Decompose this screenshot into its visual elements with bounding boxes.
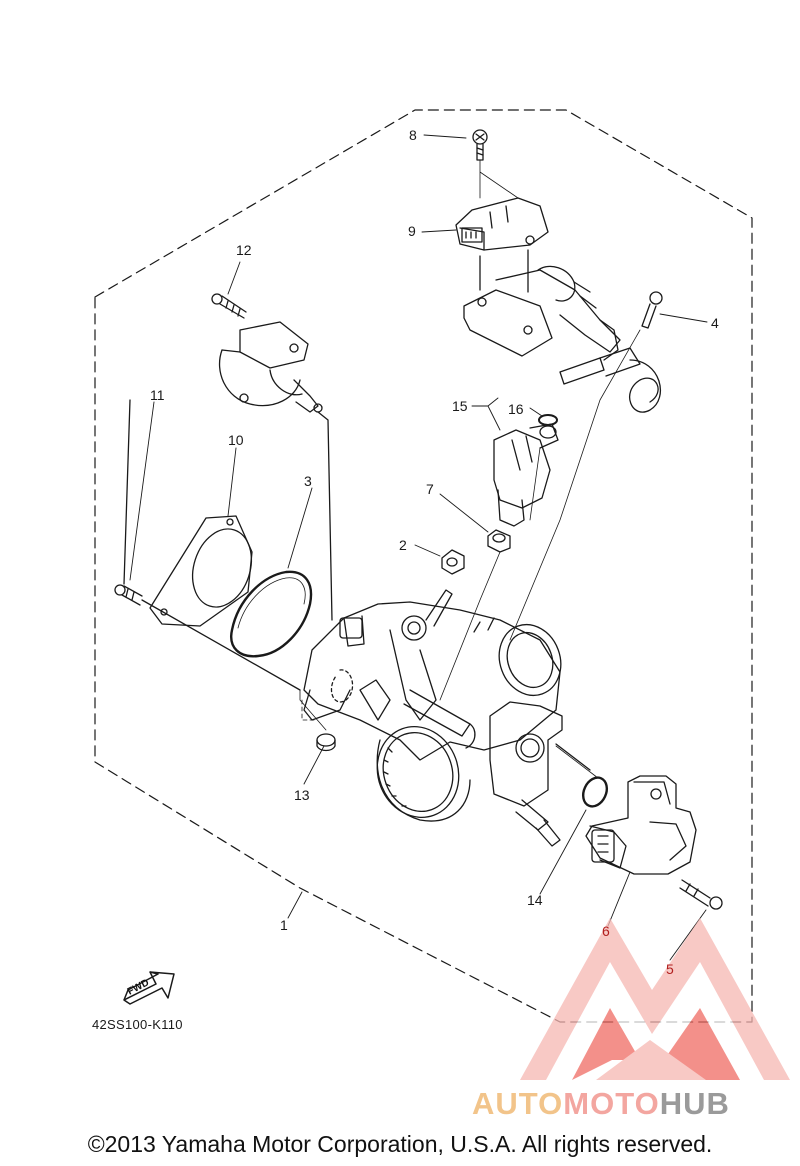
gasket-plate-part-10 xyxy=(149,515,253,627)
o-ring-part-16 xyxy=(538,414,558,426)
callout-4: 4 xyxy=(711,315,719,331)
screw-part-8 xyxy=(472,129,488,161)
fwd-arrow-icon xyxy=(123,971,175,1005)
automotohub-logo-icon xyxy=(520,918,790,1080)
screw-part-12 xyxy=(211,293,247,319)
diagram-part-code: 42SS100-K110 xyxy=(92,1017,183,1032)
callout-14: 14 xyxy=(527,892,543,908)
callout-3: 3 xyxy=(304,473,312,489)
bolt-part-13 xyxy=(316,733,336,752)
callout-15: 15 xyxy=(452,398,468,414)
nut-part-2 xyxy=(441,549,465,575)
callout-6: 6 xyxy=(602,923,610,939)
throttle-body-part-1 xyxy=(303,589,562,822)
watermark-text: AUTOMOTOHUB xyxy=(472,1086,730,1122)
screw-part-5 xyxy=(679,879,723,910)
sensor-part-9 xyxy=(455,197,549,251)
callout-16: 16 xyxy=(508,401,524,417)
callout-13: 13 xyxy=(294,787,310,803)
screw-part-4 xyxy=(641,291,663,329)
callout-11: 11 xyxy=(150,387,165,403)
callout-2: 2 xyxy=(399,537,407,553)
callout-12: 12 xyxy=(236,242,252,258)
watermark-hub: HUB xyxy=(659,1086,730,1121)
injector-part-15 xyxy=(493,423,559,527)
watermark-moto: MOTO xyxy=(563,1086,660,1121)
callout-5: 5 xyxy=(666,961,674,977)
callout-leader-lines xyxy=(129,134,708,961)
o-ring-part-3 xyxy=(230,570,313,658)
tps-sensor-part-6 xyxy=(585,775,697,875)
assembly-guide-lines xyxy=(299,159,641,779)
callout-1: 1 xyxy=(280,917,288,933)
o-ring-part-14 xyxy=(581,776,609,808)
watermark-auto: AUTO xyxy=(472,1086,564,1121)
copyright-notice: ©2013 Yamaha Motor Corporation, U.S.A. A… xyxy=(87,1131,713,1157)
callout-8: 8 xyxy=(409,127,417,143)
fuel-rail-bracket xyxy=(463,249,661,413)
idle-control-actuator xyxy=(218,321,333,621)
callout-10: 10 xyxy=(228,432,244,448)
screw-part-11 xyxy=(114,399,301,691)
callout-9: 9 xyxy=(408,223,416,239)
tps-housing xyxy=(489,701,591,847)
callout-7: 7 xyxy=(426,481,434,497)
collar-part-7 xyxy=(487,529,511,553)
